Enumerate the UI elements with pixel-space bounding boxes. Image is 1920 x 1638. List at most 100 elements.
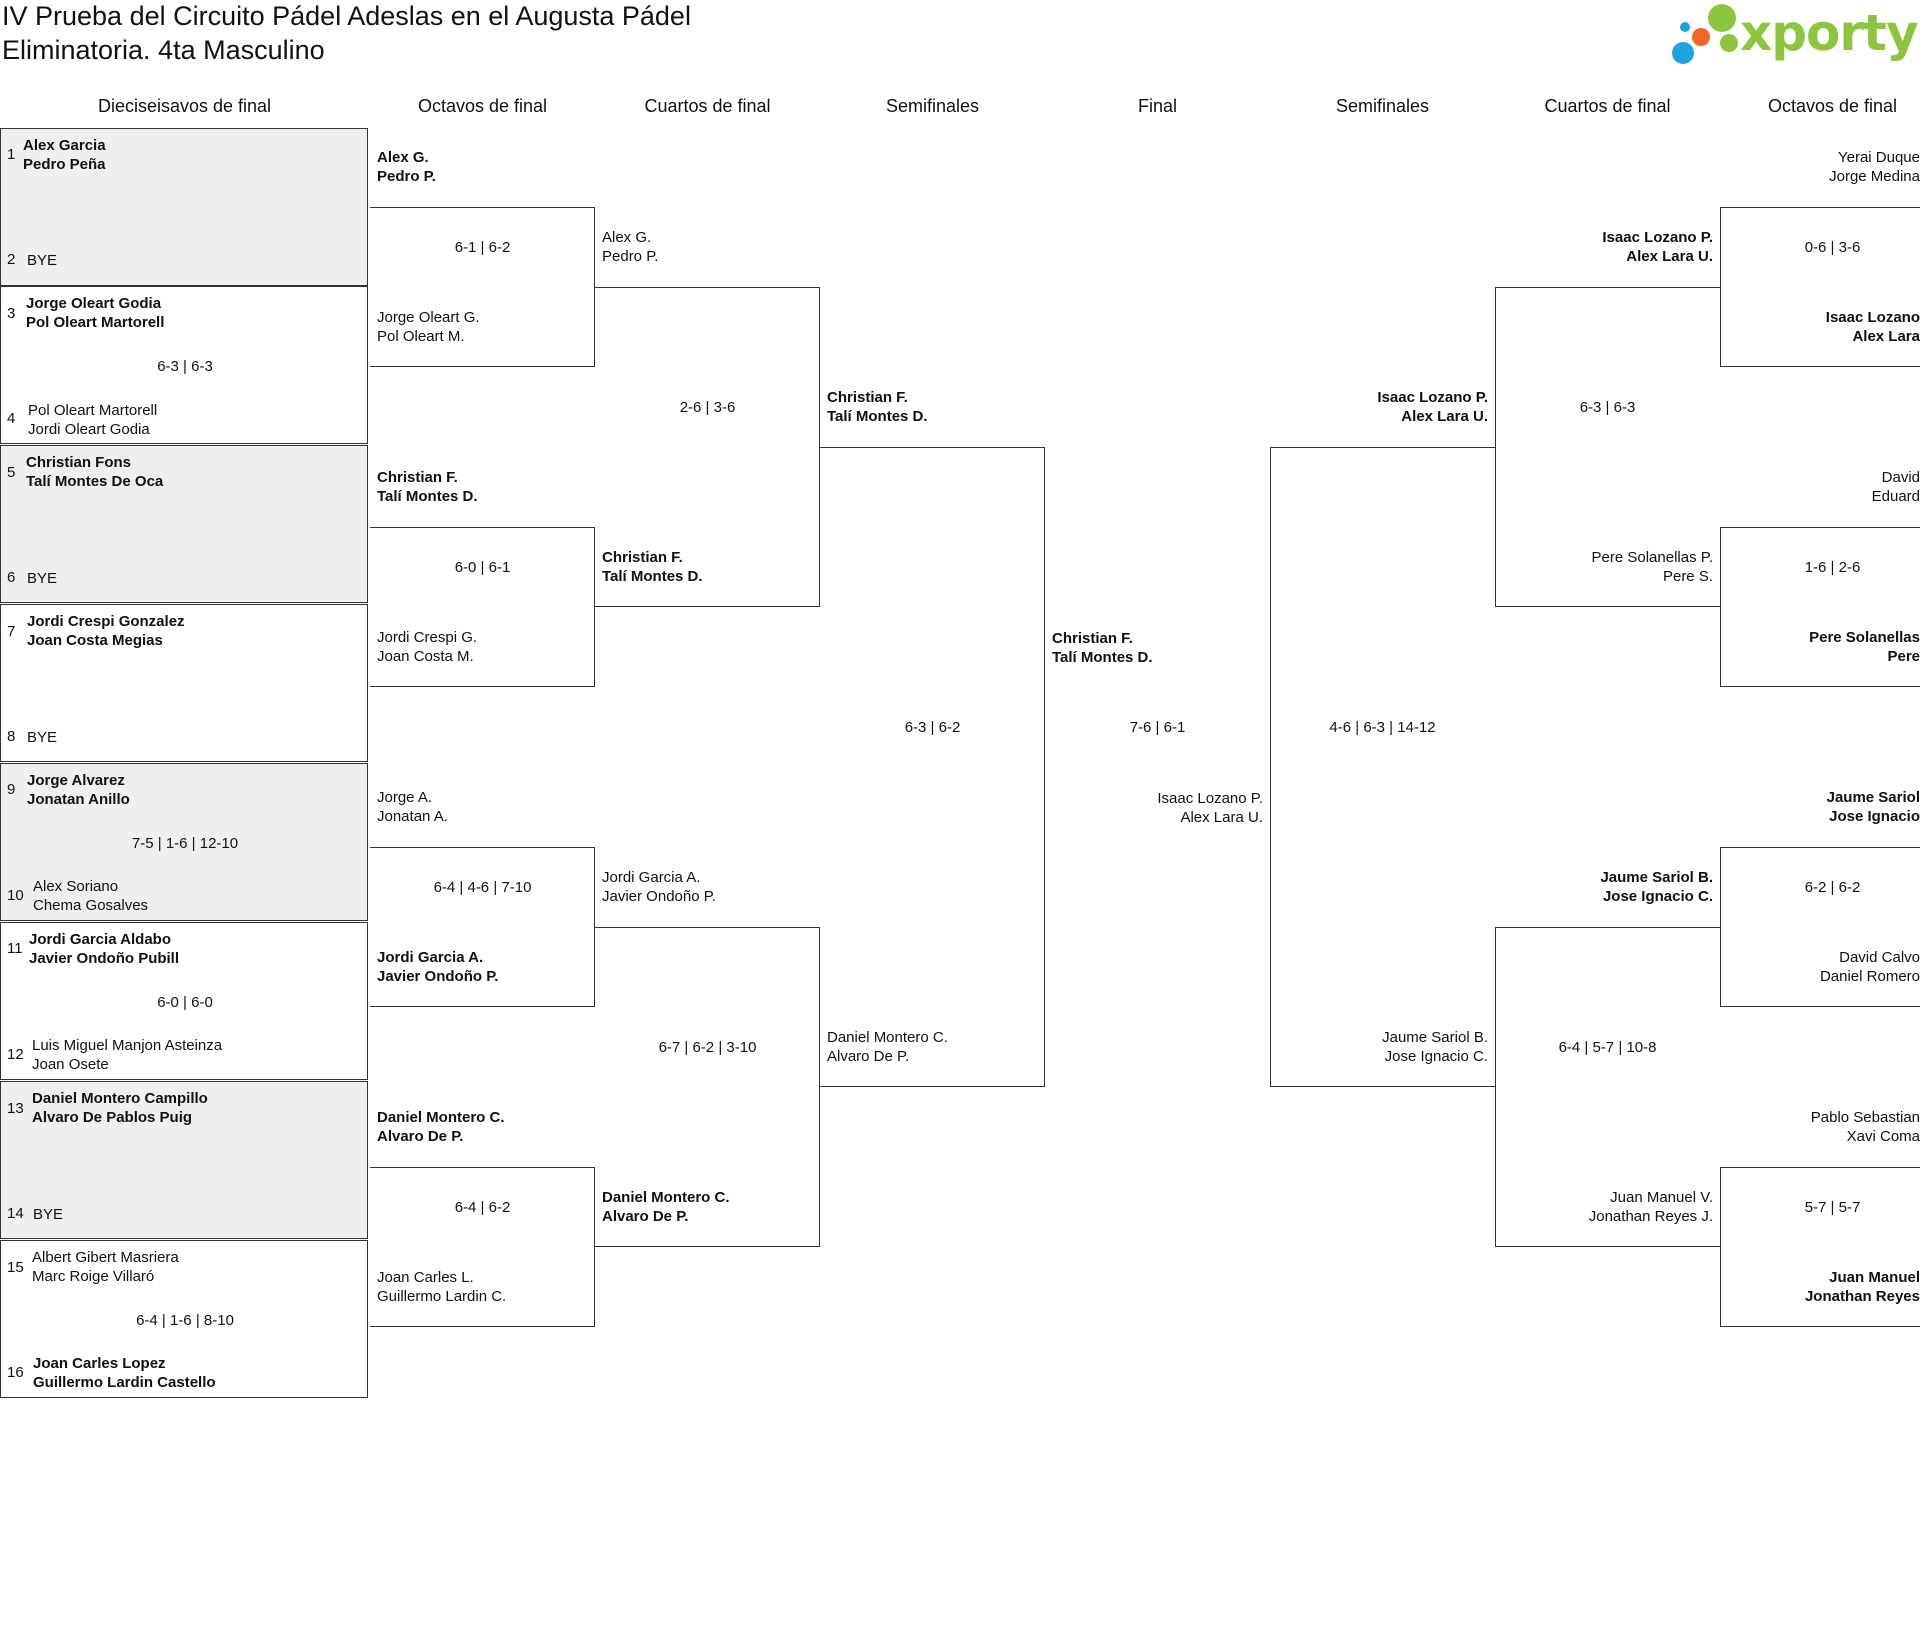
team-name[interactable]: Pere Solanellas P.Pere S. [1591, 549, 1713, 585]
match-score: 2-6 | 3-6 [679, 399, 736, 416]
match-score: 1-6 | 2-6 [1804, 559, 1861, 576]
seed-number: 3 [7, 305, 16, 322]
bracket-connector [370, 1167, 595, 1327]
match-card [0, 286, 368, 444]
round-header: Final [1137, 96, 1177, 116]
team-name[interactable]: BYE [27, 729, 58, 746]
team-name[interactable]: Jaume Sariol B.Jose Ignacio C. [1382, 1029, 1488, 1065]
team-name[interactable]: Jaume Sariol B.Jose Ignacio C. [1600, 869, 1713, 905]
bracket-connector [1495, 287, 1720, 607]
team-name[interactable]: Daniel Montero C.Alvaro De P. [602, 1189, 730, 1225]
xporty-logo: xporty [1670, 0, 1919, 76]
seed-number: 16 [7, 1364, 24, 1381]
match-score: 6-2 | 6-2 [1804, 879, 1861, 896]
page-subtitle: Eliminatoria. 4ta Masculino [2, 35, 325, 65]
bracket-connector [1720, 1167, 1920, 1327]
team-name[interactable]: Jorge A.Jonatan A. [377, 789, 448, 825]
team-name[interactable]: Joan Carles L.Guillermo Lardin C. [377, 1269, 507, 1305]
match-score: 6-7 | 6-2 | 3-10 [658, 1039, 757, 1056]
team-name[interactable]: Jordi Garcia A.Javier Ondoño P. [602, 869, 716, 905]
match-score: 7-6 | 6-1 [1129, 719, 1186, 736]
seed-number: 1 [7, 146, 16, 163]
logo-dot-orange-icon [1692, 28, 1710, 46]
round-header: Cuartos de final [644, 96, 771, 116]
match-score: 7-5 | 1-6 | 12-10 [131, 835, 239, 852]
team-name[interactable]: BYE [27, 570, 58, 587]
match-score: 6-3 | 6-2 [904, 719, 961, 736]
logo-dot-blue-small-icon [1680, 22, 1690, 32]
team-name[interactable]: Christian F.Talí Montes D. [377, 469, 478, 505]
logo-dot-green-icon [1708, 4, 1736, 32]
match-score: 6-3 | 6-3 [1579, 399, 1636, 416]
seed-number: 13 [7, 1100, 24, 1117]
round-header: Octavos de final [417, 96, 548, 116]
bracket-connector [370, 207, 595, 367]
team-name[interactable]: Christian F.Talí Montes D. [1052, 630, 1153, 666]
bracket-connector [1270, 447, 1495, 1087]
seed-number: 2 [7, 251, 16, 268]
bracket-connector [595, 287, 820, 607]
match-score: 5-7 | 5-7 [1804, 1199, 1861, 1216]
team-name[interactable]: Christian F.Talí Montes D. [827, 389, 928, 425]
team-name[interactable]: Jordi Crespi G.Joan Costa M. [377, 629, 478, 665]
match-card [0, 763, 368, 921]
match-score: 6-4 | 6-2 [454, 1199, 511, 1216]
match-score: 6-3 | 6-3 [157, 358, 213, 375]
match-score: 4-6 | 6-3 | 14-12 [1329, 719, 1436, 736]
seed-number: 7 [7, 623, 16, 640]
match-score: 0-6 | 3-6 [1804, 239, 1861, 256]
team-name[interactable]: BYE [33, 1206, 64, 1223]
match-score: 6-0 | 6-1 [454, 559, 511, 576]
round-header: Dieciseisavos de final [97, 96, 272, 116]
match-score: 6-4 | 1-6 | 8-10 [136, 1312, 234, 1329]
team-name[interactable]: Isaac Lozano P.Alex Lara U. [1377, 389, 1488, 425]
round-header: Cuartos de final [1544, 96, 1671, 116]
bracket-connector [370, 527, 595, 687]
team-name[interactable]: Daniel Montero C.Alvaro De P. [377, 1109, 505, 1145]
team-name[interactable]: Alex G.Pedro P. [602, 229, 659, 265]
match-card [0, 1240, 368, 1398]
logo-wordmark: xporty [1740, 4, 1919, 62]
round-header: Octavos de final [1767, 96, 1898, 116]
team-name[interactable]: Juan Manuel V.Jonathan Reyes J. [1588, 1189, 1713, 1225]
seed-number: 5 [7, 464, 16, 481]
match-card [0, 1081, 368, 1239]
match-card [0, 445, 368, 603]
team-name[interactable]: Jorge Oleart G.Pol Oleart M. [377, 309, 480, 345]
team-name[interactable]: Isaac Lozano P.Alex Lara U. [1602, 229, 1713, 265]
seed-number: 8 [7, 728, 16, 745]
match-card [0, 128, 368, 286]
bracket-connector [1720, 847, 1920, 1007]
bracket-connector [1720, 207, 1920, 367]
team-name[interactable]: Jordi Garcia A.Javier Ondoño P. [377, 949, 499, 985]
team-name[interactable]: Daniel Montero C.Alvaro De P. [827, 1029, 948, 1065]
seed-number: 10 [7, 887, 24, 904]
team-name[interactable]: Christian F.Talí Montes D. [602, 549, 703, 585]
team-name[interactable]: Isaac Lozano P.Alex Lara U. [1157, 790, 1263, 826]
team-name[interactable]: Alex G.Pedro P. [377, 149, 436, 185]
seed-number: 9 [7, 781, 16, 798]
team-name[interactable]: BYE [27, 252, 58, 269]
round-header: Semifinales [885, 96, 980, 116]
logo-dot-blue-icon [1672, 42, 1694, 64]
